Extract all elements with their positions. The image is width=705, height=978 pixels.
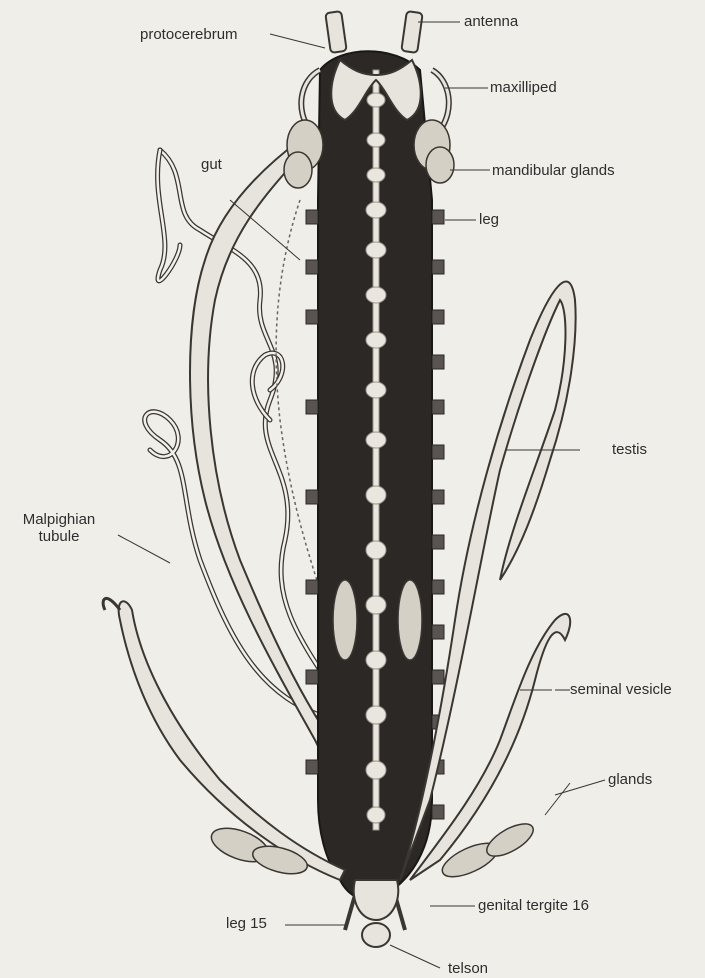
label-protocerebrum: protocerebrum [140,26,238,43]
label-gut: gut [201,156,222,173]
label-malpighian-tubule: Malpighian tubule [7,511,111,545]
label-malpighian-line2: tubule [7,528,111,545]
label-telson: telson [448,960,488,977]
label-maxilliped: maxilliped [490,79,557,96]
label-mandibular-glands: mandibular glands [492,162,615,179]
malpighian-tubules [145,150,340,720]
label-seminal-vesicle-text: seminal vesicle [570,681,672,698]
label-antenna: antenna [464,13,518,30]
label-seminal-vesicle: —seminal vesicle [555,681,672,698]
label-glands: glands [608,771,652,788]
label-malpighian-line1: Malpighian [7,511,111,528]
label-leg15: leg 15 [226,915,267,932]
label-leg: leg [479,211,499,228]
label-genital-tergite: genital tergite 16 [478,897,589,914]
posterior-end [345,880,405,947]
label-testis: testis [612,441,647,458]
